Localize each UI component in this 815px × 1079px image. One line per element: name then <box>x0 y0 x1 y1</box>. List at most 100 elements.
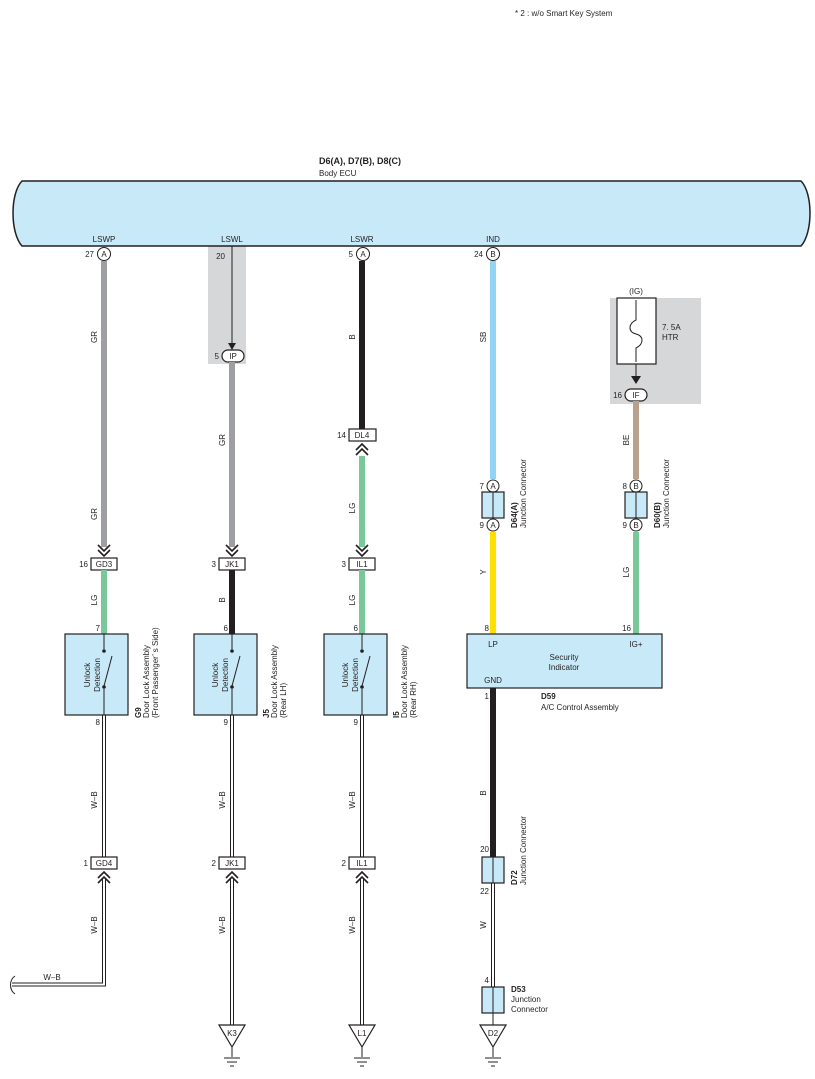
ac-control-assembly <box>466 633 663 689</box>
arrow-if <box>631 376 641 384</box>
wire-wb-2a <box>12 878 103 984</box>
switch-g9-text1: Unlock <box>83 662 92 687</box>
connector-arrow-jk1a <box>225 544 239 558</box>
connector-arrow-il1a <box>355 544 369 558</box>
connector-ip-label: IP <box>229 352 237 361</box>
d60-pin-top: 8 <box>623 482 628 491</box>
wire-label-wb-5: W–B <box>218 916 227 933</box>
switch-i5-text2: Detection <box>351 658 360 692</box>
connector-arrow-jk1b <box>225 870 239 884</box>
d64-letter-top: A <box>490 482 496 491</box>
d53-name2: Connector <box>511 1005 548 1014</box>
conn-letter-lswr: A <box>360 250 366 259</box>
wire-label-be: BE <box>622 435 631 446</box>
conn-circle-ind <box>486 247 500 261</box>
wire-label-b-2: B <box>348 334 357 339</box>
connector-jk1b-label: JK1 <box>225 859 239 868</box>
pin-il1a: 3 <box>342 560 347 569</box>
conn-circle-lswp <box>97 247 111 261</box>
d60-name: Junction Connector <box>662 459 671 528</box>
ground-l1-triangle <box>347 1024 377 1049</box>
d64-name: Junction Connector <box>519 459 528 528</box>
connector-gd3-label: GD3 <box>96 560 113 569</box>
fuse-name: HTR <box>662 333 679 342</box>
pin-jk1b: 2 <box>212 859 217 868</box>
connector-jk1a-label: JK1 <box>225 560 239 569</box>
pin-gd4: 1 <box>84 859 89 868</box>
switch-j5-name: Door Lock Assembly <box>270 645 279 718</box>
connector-arrow-gd3 <box>97 544 111 558</box>
switch-g9-sub: (Front Passenger’ s Side) <box>151 627 160 718</box>
terminal-lswl: LSWL <box>221 235 243 244</box>
pin-i5-top: 6 <box>354 624 359 633</box>
d60-circle-bottom <box>629 518 643 532</box>
ac-name: A/C Control Assembly <box>541 703 619 712</box>
wire-label-gr-2: GR <box>90 508 99 520</box>
d64-pin-bottom: 9 <box>480 521 485 530</box>
ground-d2-triangle <box>478 1024 508 1049</box>
ac-igp-label: IG+ <box>629 640 642 649</box>
ground-d2-label: D2 <box>488 1029 499 1038</box>
shaded-area-lswl <box>208 246 246 364</box>
door-lock-i5 <box>323 633 388 716</box>
wire-continuation-mark <box>10 975 16 995</box>
pin-if: 16 <box>613 391 622 400</box>
ground-l1-label: L1 <box>358 1029 367 1038</box>
switch-i5-name: Door Lock Assembly <box>400 645 409 718</box>
connector-arrow-dl4 <box>355 442 369 456</box>
switch-i5-code: I5 <box>392 711 401 718</box>
connector-if-label: IF <box>632 391 639 400</box>
wire-label-gr-3: GR <box>218 434 227 446</box>
pin-lp: 8 <box>485 624 490 633</box>
wire-label-wb-3: W–B <box>43 973 60 982</box>
terminal-lswp: LSWP <box>93 235 116 244</box>
pin-ip: 5 <box>215 352 220 361</box>
pin-ig: 16 <box>622 624 631 633</box>
wire-label-wb-1: W–B <box>90 791 99 808</box>
d64-code: D64(A) <box>510 502 519 528</box>
terminal-ind: IND <box>486 235 500 244</box>
d53-name: Junction <box>511 995 541 1004</box>
wire-label-lg-2: LG <box>348 503 357 514</box>
d72-pin-bottom: 22 <box>480 887 489 896</box>
wire-label-sb: SB <box>479 332 488 343</box>
wire-label-lg-3: LG <box>348 595 357 606</box>
conn-circle-lswr <box>356 247 370 261</box>
connector-il1b-label: IL1 <box>356 859 368 868</box>
pin-j5-top: 6 <box>224 624 229 633</box>
door-lock-g9 <box>64 633 129 716</box>
arrow-ip <box>228 343 236 350</box>
fuse-symbol <box>629 300 643 362</box>
connector-gd4-label: GD4 <box>96 859 113 868</box>
switch-i5-text1: Unlock <box>341 662 350 687</box>
d64-circle-bottom <box>486 518 500 532</box>
connector-arrow-gd4 <box>97 870 111 884</box>
wire-label-lg-4: LG <box>622 567 631 578</box>
wire-label-b-3: B <box>479 790 488 795</box>
pin-i5-bottom: 9 <box>354 718 359 727</box>
connector-il1b <box>348 856 376 870</box>
note-text: * 2 : w/o Smart Key System <box>515 9 613 18</box>
pin-dl4: 14 <box>337 431 346 440</box>
d64-pin-top: 7 <box>480 482 485 491</box>
ground-d2-symbol <box>485 1057 501 1067</box>
fuse-rating: 7. 5A <box>662 323 681 332</box>
body-ecu-box <box>12 180 811 247</box>
wire-label-lg-1: LG <box>90 595 99 606</box>
switch-j5-text2: Detection <box>221 658 230 692</box>
terminal-lswr: LSWR <box>350 235 373 244</box>
d53-pin-top: 4 <box>485 976 490 985</box>
d60-code: D60(B) <box>653 502 662 528</box>
switch-j5-contact-bottom <box>230 685 234 689</box>
pin-lswp: 27 <box>85 250 94 259</box>
wire-label-wb-6: W–B <box>348 791 357 808</box>
pin-lswl: 20 <box>216 252 225 261</box>
switch-g9-code: G9 <box>134 707 143 718</box>
d72-pin-top: 20 <box>480 845 489 854</box>
ac-code: D59 <box>541 692 556 701</box>
d60-letter-bottom: B <box>633 521 638 530</box>
connector-gd4 <box>90 856 118 870</box>
switch-g9-name: Door Lock Assembly <box>142 645 151 718</box>
